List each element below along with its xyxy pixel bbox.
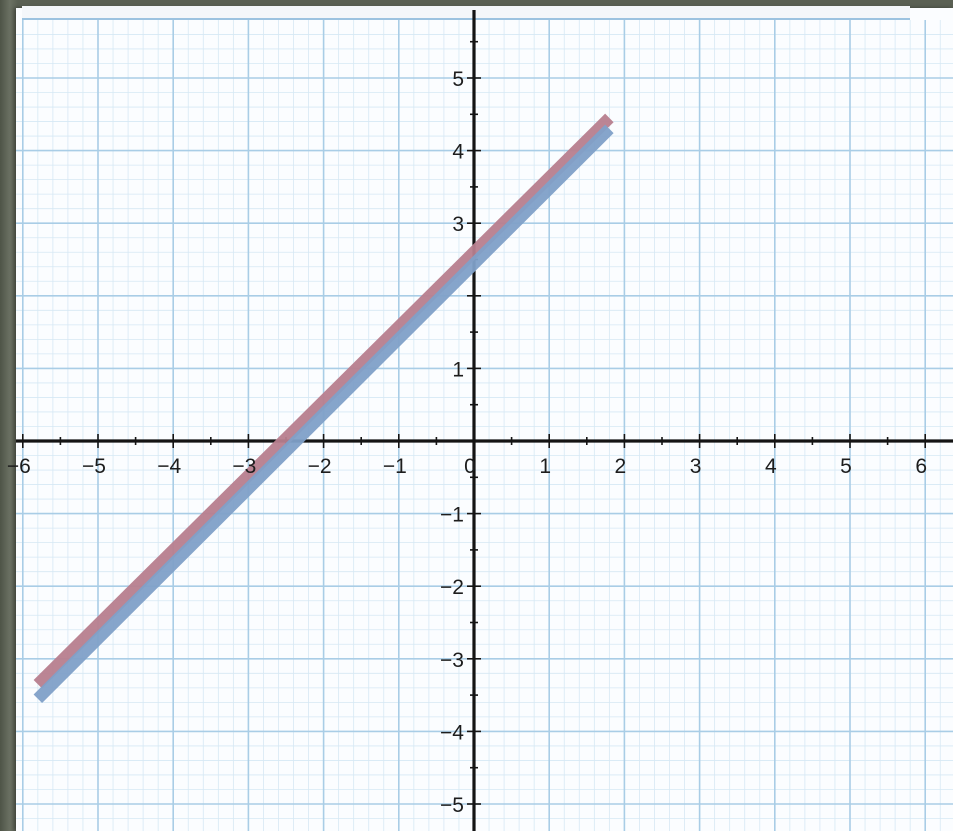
axes bbox=[16, 10, 953, 831]
y-tick-label: −5 bbox=[440, 794, 464, 817]
y-tick-label: −2 bbox=[440, 576, 464, 599]
graph-paper bbox=[16, 8, 953, 831]
x-tick-labels: −6 −5 −4 −3 −2 −1 0 1 2 3 4 5 6 bbox=[7, 455, 927, 478]
y-tick-label: −3 bbox=[440, 649, 464, 672]
y-tick-label: −1 bbox=[440, 504, 464, 527]
x-tick-label: −4 bbox=[157, 455, 181, 478]
y-tick-label: −4 bbox=[440, 721, 464, 744]
grid-major-lines bbox=[16, 20, 953, 831]
x-tick-label: −3 bbox=[232, 455, 256, 478]
x-tick-label: −6 bbox=[7, 455, 31, 478]
x-tick-label: 6 bbox=[915, 455, 927, 478]
x-tick-label: 2 bbox=[615, 455, 627, 478]
axis-ticks bbox=[21, 40, 927, 805]
grid-minor-lines bbox=[16, 20, 953, 831]
series-line-1 bbox=[33, 113, 614, 689]
series-line-2 bbox=[33, 124, 614, 703]
series-layer bbox=[33, 113, 614, 703]
x-tick-label: 5 bbox=[840, 455, 852, 478]
x-tick-label: −1 bbox=[383, 455, 407, 478]
y-tick-label: 1 bbox=[452, 358, 464, 381]
x-tick-label: 1 bbox=[539, 455, 551, 478]
y-tick-label: 5 bbox=[452, 68, 464, 91]
y-tick-labels: 5 4 3 1 −1 −2 −3 −4 −5 bbox=[440, 68, 464, 817]
x-tick-label: 4 bbox=[765, 455, 777, 478]
y-tick-label: 3 bbox=[452, 213, 464, 236]
x-tick-label: 3 bbox=[690, 455, 702, 478]
graph-paper-top-strip bbox=[22, 6, 910, 20]
x-tick-label: 0 bbox=[464, 455, 476, 478]
x-tick-label: −2 bbox=[308, 455, 332, 478]
x-tick-label: −5 bbox=[82, 455, 106, 478]
y-tick-label: 4 bbox=[452, 141, 464, 164]
